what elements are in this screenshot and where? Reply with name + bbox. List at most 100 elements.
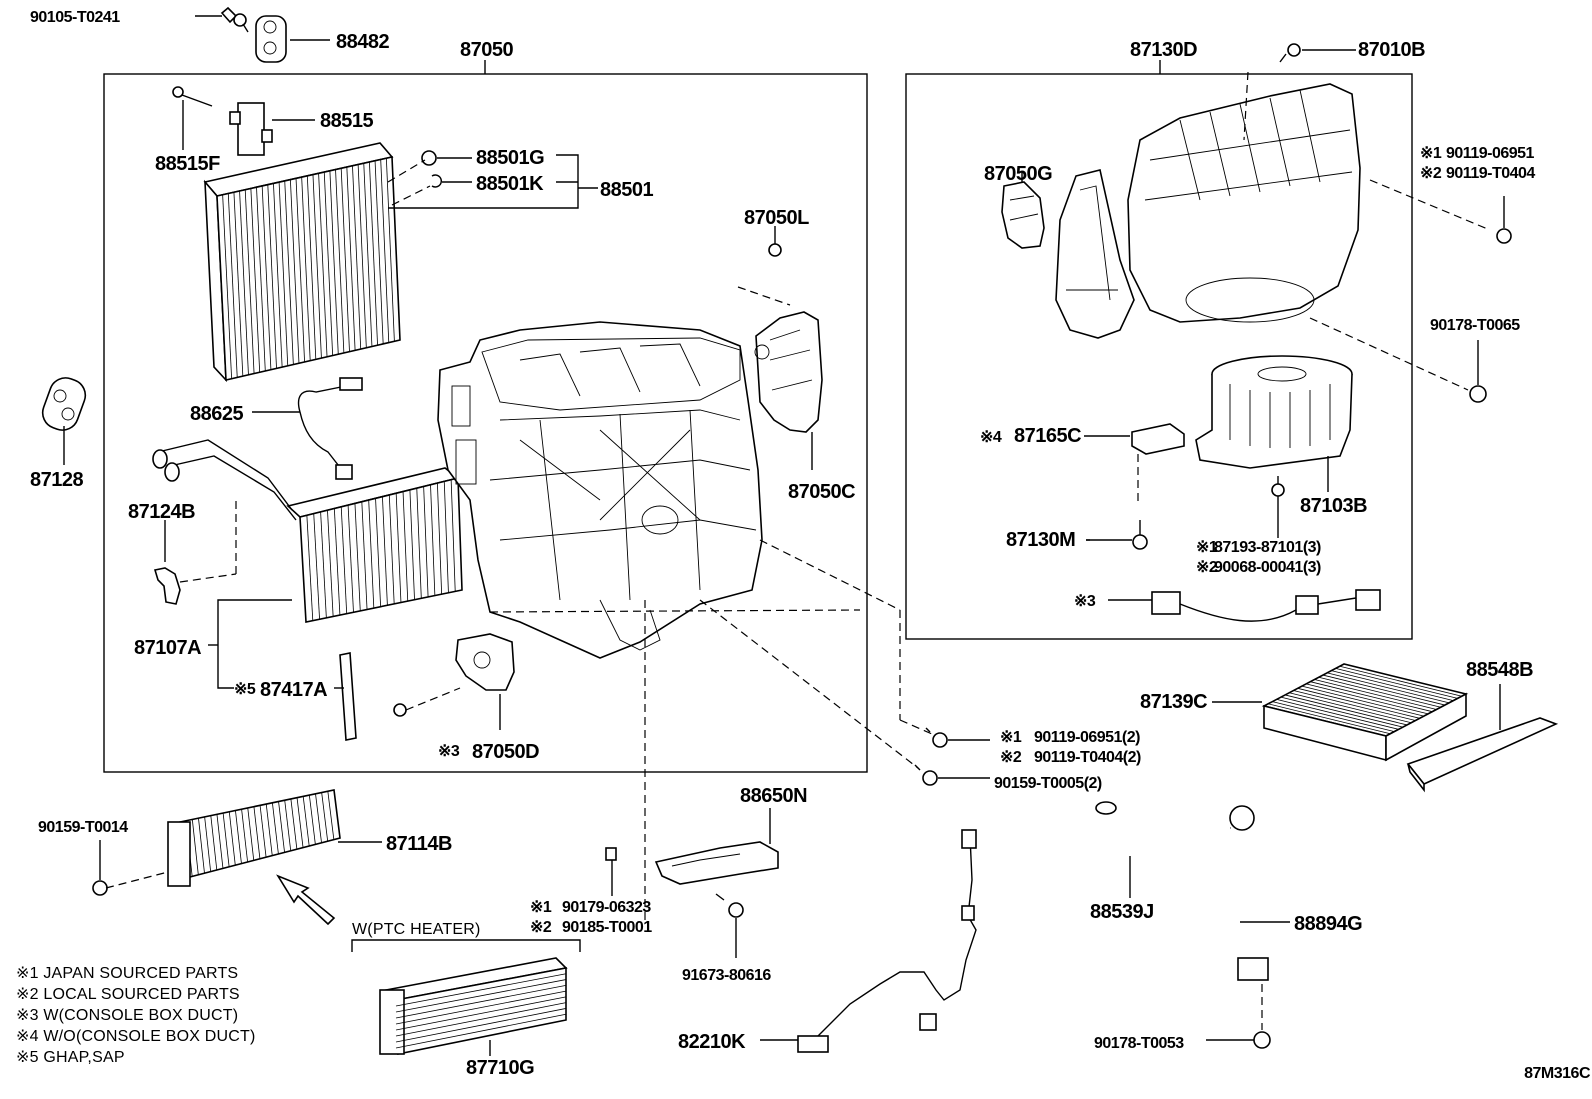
label-87050C: 87050C <box>788 481 855 503</box>
label-87103B: 87103B <box>1300 495 1367 517</box>
label-87114B: 87114B <box>386 833 452 855</box>
label-90179-06323: 90179-06323 <box>562 899 651 916</box>
screw-90119-06951-2-icon <box>925 727 990 748</box>
screw-87193-87101-icon <box>1271 476 1285 538</box>
label-88650N: 88650N <box>740 785 807 807</box>
evaporator-88501-icon <box>203 142 401 383</box>
label-87165C: 87165C <box>1014 425 1081 447</box>
label-88515F: 88515F <box>155 153 220 175</box>
mark-m2-90119-T0404: ※2 <box>1420 165 1442 182</box>
pipe-clamp-87124B-icon <box>153 500 237 605</box>
legend-line-1: ※1 JAPAN SOURCED PARTS <box>16 965 238 982</box>
grommet-87128-icon <box>41 377 87 465</box>
label-87107A: 87107A <box>134 637 201 659</box>
label-90178-T0065: 90178-T0065 <box>1430 317 1520 334</box>
label-88625: 88625 <box>190 403 243 425</box>
label-87130D: 87130D <box>1130 39 1197 61</box>
label-ptc-heater: W(PTC HEATER) <box>352 921 481 938</box>
label-87417A: 87417A <box>260 679 327 701</box>
resistor-87165C-icon <box>1084 423 1185 505</box>
label-88539J: 88539J <box>1090 901 1154 923</box>
screw-90119-06951-icon <box>1369 179 1512 244</box>
bolt-88515F-icon <box>172 86 213 150</box>
guide-dash-4 <box>699 599 919 769</box>
screw-87050L-icon <box>737 232 791 306</box>
legend: ※1 JAPAN SOURCED PARTS ※2 LOCAL SOURCED … <box>16 965 255 1066</box>
label-87128: 87128 <box>30 469 83 491</box>
label-90119-06951: 90119-06951 <box>1446 145 1535 162</box>
label-90178-T0053: 90178-T0053 <box>1094 1035 1184 1052</box>
diagram-code: 87M316C <box>1524 1065 1591 1082</box>
label-90068-00041: 90068-00041(3) <box>1214 559 1321 576</box>
label-87710G: 87710G <box>466 1057 534 1079</box>
hose-88539J-icon <box>1095 801 1255 898</box>
label-87050: 87050 <box>460 39 513 61</box>
harness-console-icon <box>1108 589 1381 622</box>
group-frame-87130D <box>905 73 1413 640</box>
evap-dash-2 <box>391 185 431 206</box>
mark-m3-87050D: ※3 <box>438 743 460 760</box>
label-88501K: 88501K <box>476 173 544 195</box>
label-90119-06951-2: 90119-06951(2) <box>1034 729 1140 746</box>
label-88501: 88501 <box>600 179 653 201</box>
guide-dash-3 <box>899 719 933 735</box>
screw-87010B-icon <box>1279 43 1356 63</box>
bolt-90105-T0241-icon <box>195 6 249 33</box>
o-ring-88501G-icon <box>421 150 472 166</box>
air-filter-87139C-icon <box>1212 663 1469 762</box>
label-90185-T0001: 90185-T0001 <box>562 919 652 936</box>
legend-line-5: ※5 GHAP,SAP <box>16 1049 125 1066</box>
label-87193-87101: 87193-87101(3) <box>1214 539 1321 556</box>
screw-87050D-icon <box>393 687 461 717</box>
legend-line-3: ※3 W(CONSOLE BOX DUCT) <box>16 1007 238 1024</box>
mark-m5-87417A: ※5 <box>234 681 256 698</box>
mark-m4-87165C: ※4 <box>980 429 1002 446</box>
mark-m1-87193-87101: ※1 <box>1196 539 1218 556</box>
filter-cover-88548B-icon <box>1406 684 1559 793</box>
expansion-valve-88515-icon <box>229 102 315 156</box>
clip-90179-06323-icon <box>605 847 617 896</box>
wire-harness-82210K-icon <box>760 829 977 1053</box>
actuator-87050D-icon <box>455 633 515 730</box>
nut-90178-T0065-icon <box>1309 317 1487 403</box>
mark-m1-90119-06951: ※1 <box>1420 145 1442 162</box>
screw-90159-T0014-icon <box>92 840 169 896</box>
label-90159-T0005: 90159-T0005(2) <box>994 775 1102 792</box>
label-87139C: 87139C <box>1140 691 1207 713</box>
plate-88482-icon <box>255 15 330 63</box>
label-90119-T0404: 90119-T0404 <box>1446 165 1535 182</box>
mark-m3-harness: ※3 <box>1074 593 1096 610</box>
label-88894G: 88894G <box>1294 913 1362 935</box>
label-87050G: 87050G <box>984 163 1052 185</box>
label-87050L: 87050L <box>744 207 809 229</box>
guide-dash-6 <box>489 609 861 613</box>
bracket-88650N-icon <box>654 808 779 885</box>
ptc-heater-87710G-icon <box>379 957 568 1056</box>
heater-core-87107A-icon <box>152 439 463 623</box>
screw-90159-T0005-icon <box>914 764 990 786</box>
sensor-wire-88625-icon <box>252 377 363 480</box>
screw-91673-80616-icon <box>715 893 744 958</box>
hose-88894G-icon <box>1224 829 1290 1030</box>
label-87050D: 87050D <box>472 741 539 763</box>
label-87130M: 87130M <box>1006 529 1075 551</box>
legend-line-2: ※2 LOCAL SOURCED PARTS <box>16 986 240 1003</box>
label-88501G: 88501G <box>476 147 544 169</box>
label-90119-T0404-2: 90119-T0404(2) <box>1034 749 1141 766</box>
actuator-87050G-icon <box>1001 172 1045 249</box>
ptc-heater-87114B-icon <box>167 789 382 887</box>
mark-m1-90119-06951-2: ※1 <box>1000 729 1022 746</box>
label-90159-T0014: 90159-T0014 <box>38 819 128 836</box>
guide-dash-1 <box>759 539 901 611</box>
actuator-87050C-icon <box>754 311 823 470</box>
label-88548B: 88548B <box>1466 659 1533 681</box>
label-82210K: 82210K <box>678 1031 746 1053</box>
label-87124B: 87124B <box>128 501 195 523</box>
nut-90178-T0053-icon <box>1206 1031 1271 1049</box>
blower-case-87130D-icon <box>1055 83 1361 339</box>
mark-m2-90185-T0001: ※2 <box>530 919 552 936</box>
blower-motor-87103B-icon <box>1195 355 1353 492</box>
label-87010B: 87010B <box>1358 39 1425 61</box>
seal-strip-87417A-icon <box>334 652 357 741</box>
